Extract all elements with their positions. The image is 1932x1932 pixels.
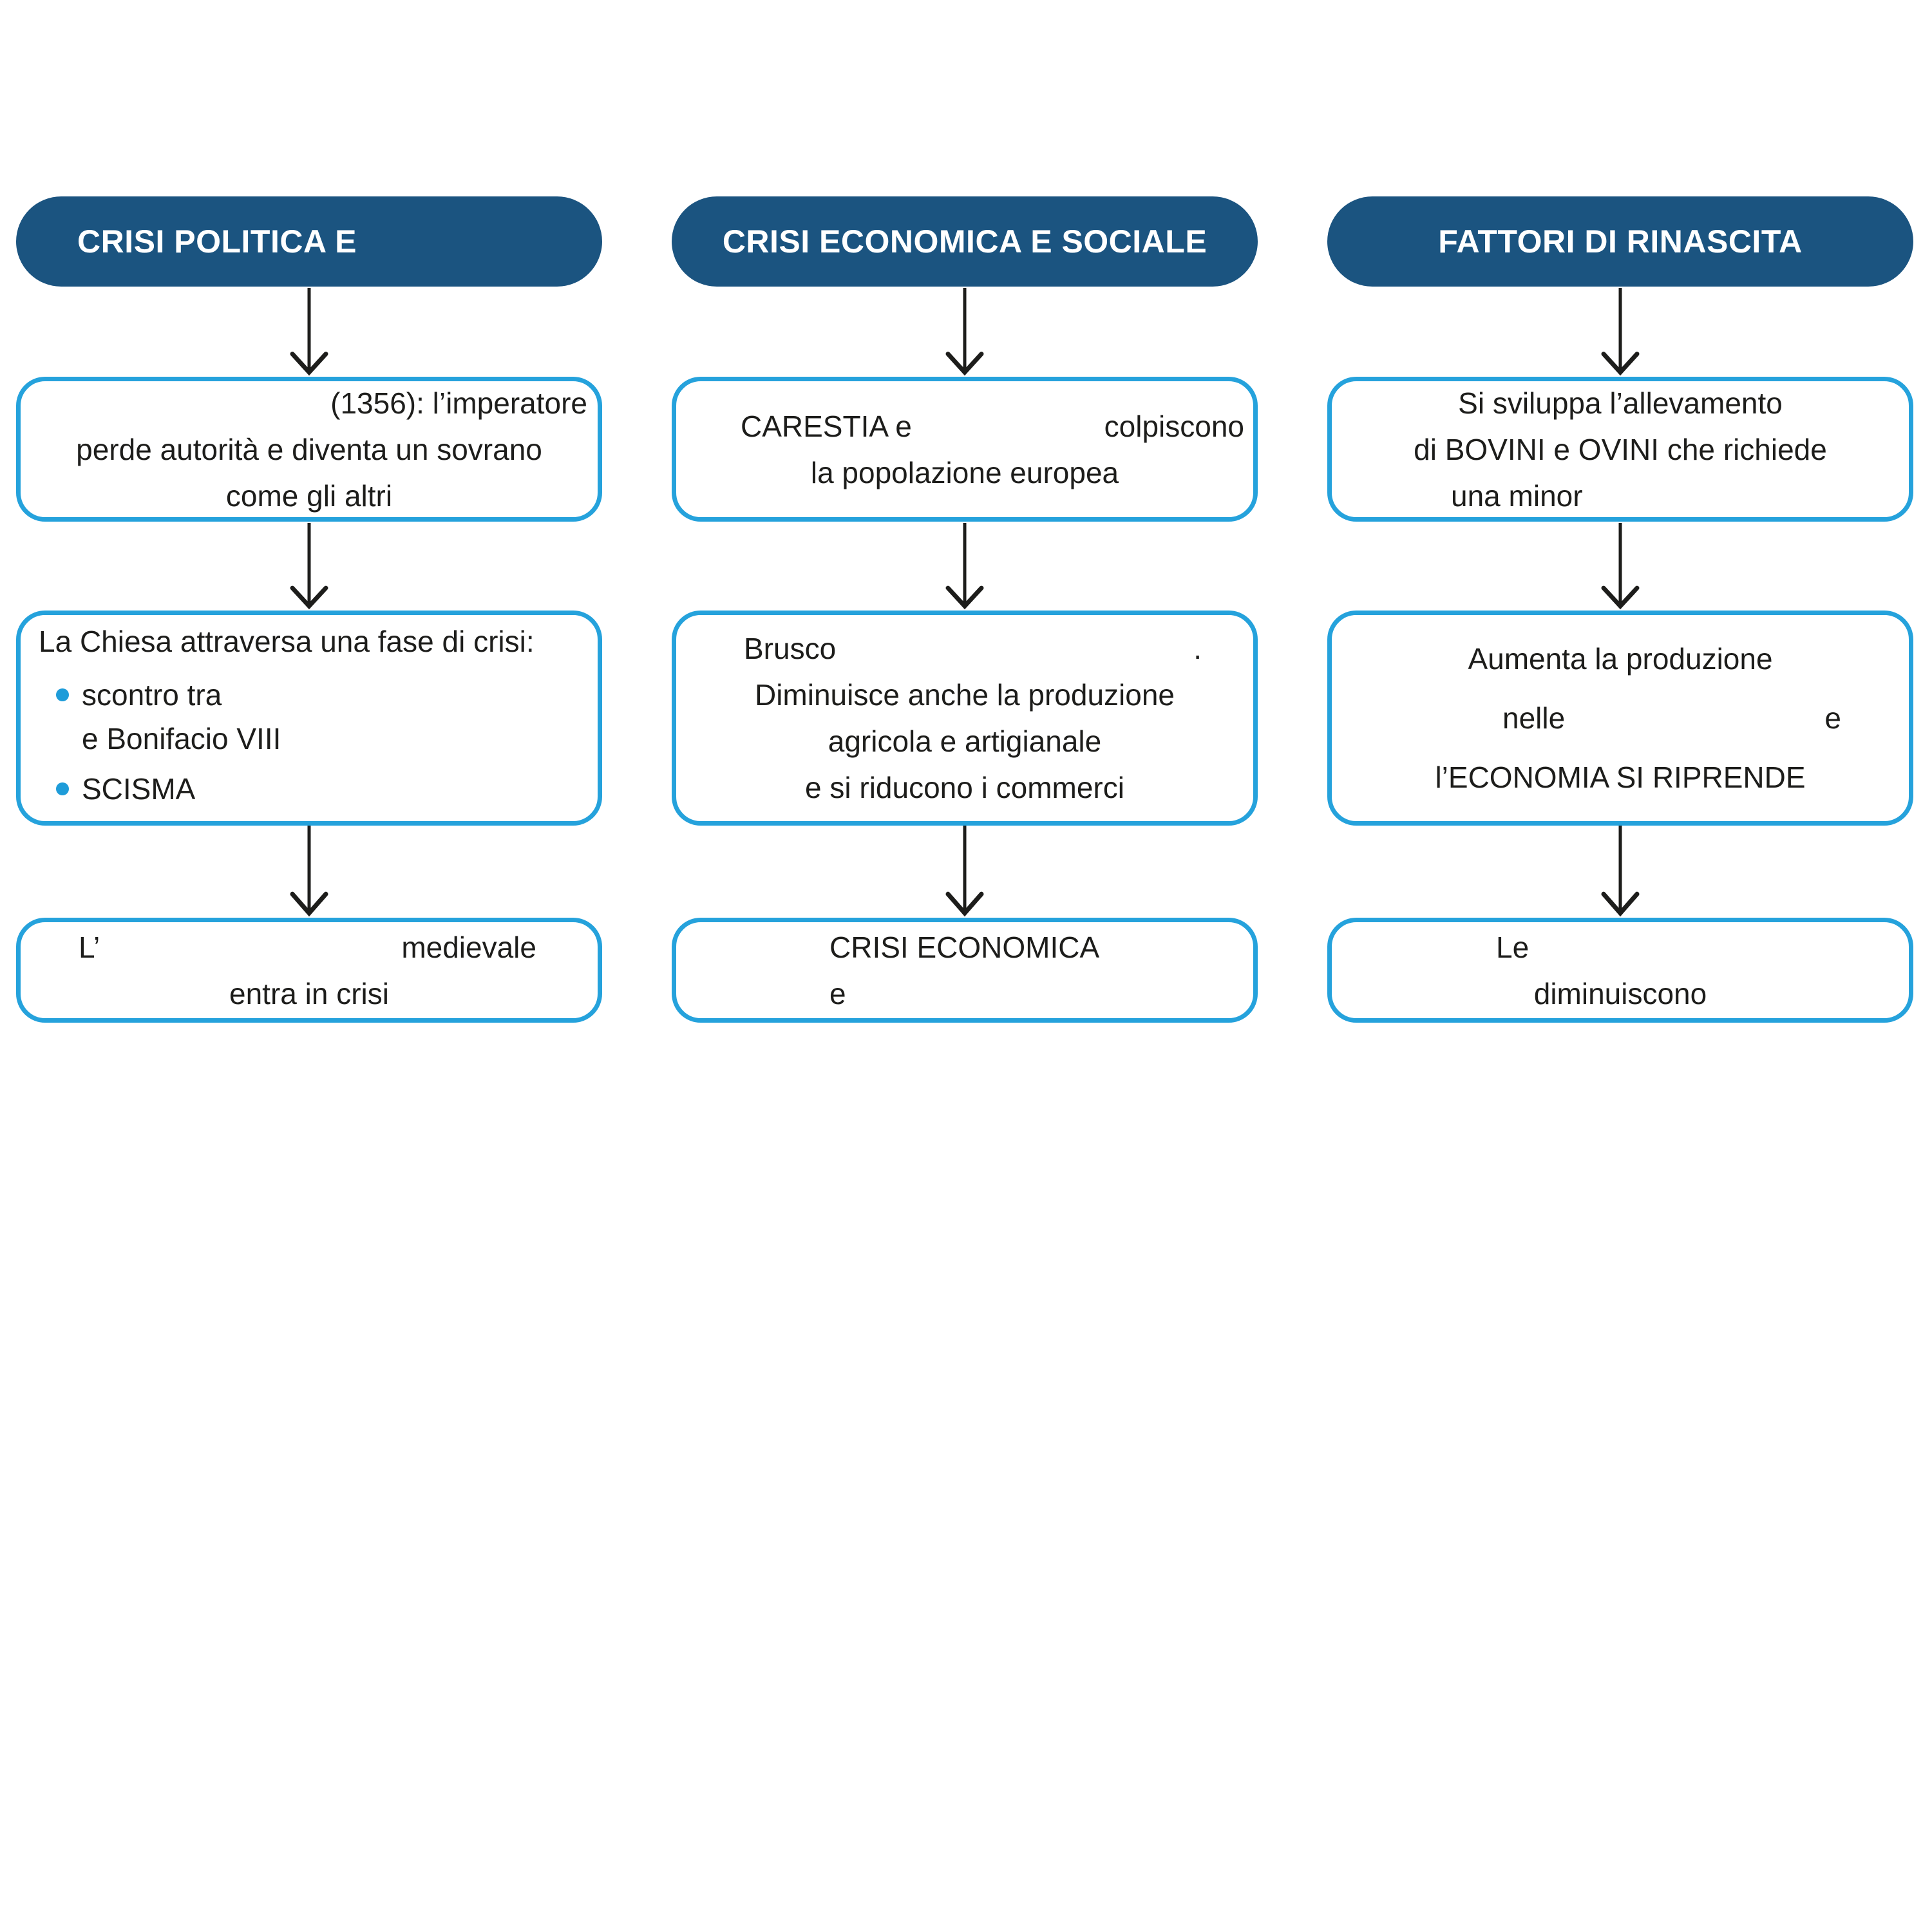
header-label: FATTORI DI RINASCITA xyxy=(1438,223,1803,260)
header-label: CRISI ECONOMICA E SOCIALE xyxy=(722,223,1208,260)
arrow-down-icon xyxy=(270,826,348,918)
arrow-down-icon xyxy=(926,288,1003,377)
box-text-line: (1356): l’imperatore xyxy=(330,386,587,420)
box-text-line: di BOVINI e OVINI che richiede xyxy=(1414,432,1827,466)
arrow-down-icon xyxy=(1582,288,1659,377)
box-aumento-produzione: Aumenta la produzione nelle e l’ECONOMIA… xyxy=(1327,611,1913,826)
box-text-line: Le xyxy=(1496,930,1530,964)
box-title: La Chiesa attraversa una fase di crisi: xyxy=(39,625,535,658)
list-item-text: scontro tra e Bonifacio VIII xyxy=(82,673,281,761)
box-text-line: perde autorità e diventa un sovrano xyxy=(76,432,542,466)
bullet-icon xyxy=(56,782,69,795)
box-text-segment: CARESTIA e xyxy=(741,409,912,443)
box-diminuiscono: Le diminuiscono xyxy=(1327,918,1913,1023)
box-text-line: L’ medievale xyxy=(21,924,598,971)
box-text-segment: L’ xyxy=(79,930,100,964)
box-carestia: CARESTIA e colpiscono la popolazione eur… xyxy=(672,377,1258,522)
box-text-line: CARESTIA e colpiscono xyxy=(676,403,1253,450)
box-bolla-oro: (1356): l’imperatore perde autorità e di… xyxy=(16,377,602,522)
arrow-down-icon xyxy=(270,288,348,377)
bullet-icon xyxy=(56,688,69,701)
box-text-segment: nelle xyxy=(1502,701,1566,735)
arrow-down-icon xyxy=(1582,826,1659,918)
box-text-line: diminuiscono xyxy=(1533,976,1707,1010)
box-text-segment: e xyxy=(1824,701,1841,735)
list-item-text: SCISMA xyxy=(82,767,195,811)
box-crisi-economica: CRISI ECONOMICA e xyxy=(672,918,1258,1023)
list-item: SCISMA xyxy=(39,767,591,811)
box-text-segment: Brusco xyxy=(744,632,837,665)
header-fattori-rinascita: FATTORI DI RINASCITA xyxy=(1327,196,1913,287)
box-text-line: entra in crisi xyxy=(229,976,389,1010)
box-text-segment: medievale xyxy=(401,930,536,964)
box-text-line: Diminuisce anche la produzione xyxy=(754,678,1175,712)
box-text-line: agricola e artigianale xyxy=(828,724,1102,758)
arrow-down-icon xyxy=(1582,523,1659,611)
box-universalismo: L’ medievale entra in crisi xyxy=(16,918,602,1023)
box-crisi-chiesa: La Chiesa attraversa una fase di crisi: … xyxy=(16,611,602,826)
arrow-down-icon xyxy=(926,826,1003,918)
box-text-segment: . xyxy=(1193,632,1202,665)
box-text-line: nelle e xyxy=(1332,688,1909,748)
box-allevamento: Si sviluppa l’allevamento di BOVINI e OV… xyxy=(1327,377,1913,522)
box-text-line: SCISMA xyxy=(82,772,196,806)
box-text-line: una minor xyxy=(1451,478,1583,513)
box-text-segment: colpiscono xyxy=(1104,409,1244,443)
box-text-line: la popolazione europea xyxy=(810,455,1119,489)
arrow-down-icon xyxy=(270,523,348,611)
box-text-line: e si riducono i commerci xyxy=(805,771,1124,804)
arrow-down-icon xyxy=(926,523,1003,611)
box-text-line: Brusco . xyxy=(676,625,1253,672)
header-crisi-politica: CRISI POLITICA E xyxy=(16,196,602,287)
box-text-line: l’ECONOMIA SI RIPRENDE xyxy=(1435,761,1806,794)
box-text-line: come gli altri xyxy=(225,478,393,513)
list-item: scontro tra e Bonifacio VIII xyxy=(39,673,591,761)
box-text-line: Si sviluppa l’allevamento xyxy=(1458,386,1783,420)
header-label: CRISI POLITICA E xyxy=(77,223,357,260)
box-text-line: e xyxy=(829,976,846,1010)
box-text-line: scontro tra xyxy=(82,678,222,712)
box-text-line: CRISI ECONOMICA xyxy=(829,930,1100,964)
box-text-line: Aumenta la produzione xyxy=(1468,642,1773,676)
header-crisi-economica: CRISI ECONOMICA E SOCIALE xyxy=(672,196,1258,287)
box-text-line: e Bonifacio VIII xyxy=(82,722,281,755)
box-calo-produzione: Brusco . Diminuisce anche la produzione … xyxy=(672,611,1258,826)
